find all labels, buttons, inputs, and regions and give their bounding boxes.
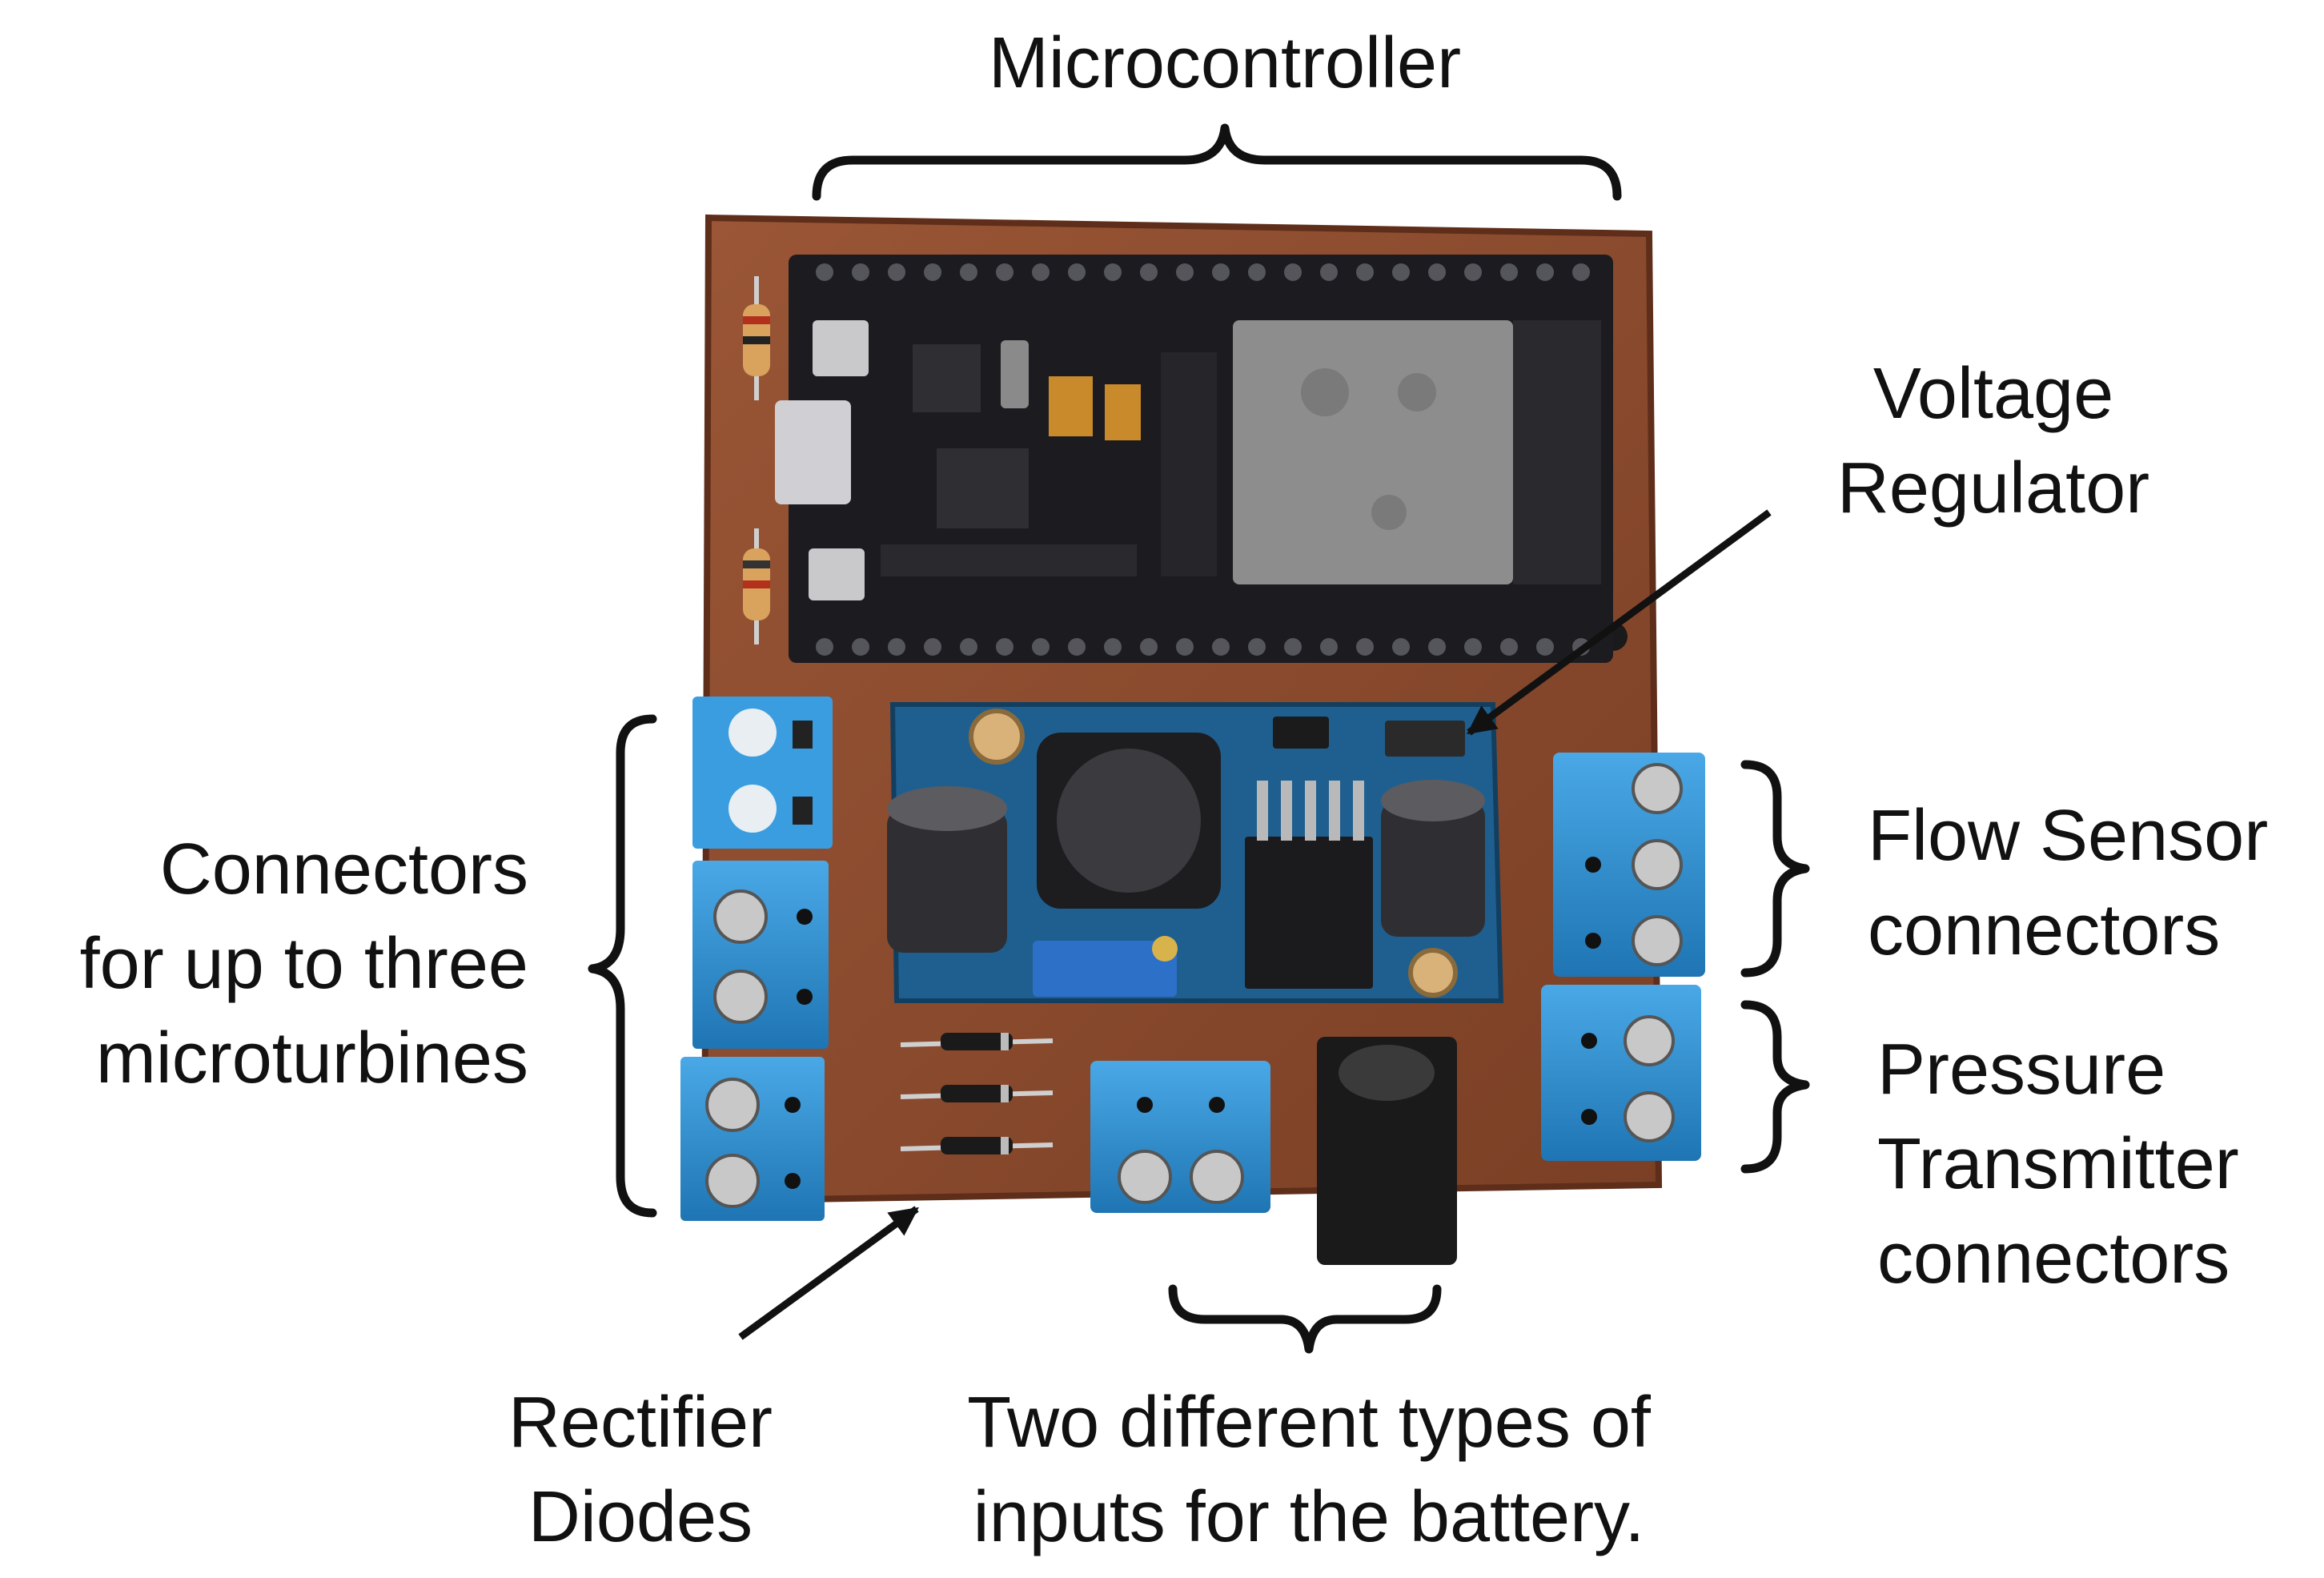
regulator-chip	[1245, 781, 1373, 989]
voltage-regulator-arrow	[1467, 509, 1772, 736]
label-pressure-transmitter: Pressure Transmitter connectors	[1877, 1030, 2239, 1299]
label-flow-sensor: Flow Sensor connectors	[1868, 796, 2269, 970]
capacitor-icon	[1381, 780, 1485, 937]
resistor-icon	[743, 276, 770, 644]
microcontroller-brace	[812, 123, 1622, 201]
capacitor-icon	[887, 786, 1007, 953]
label-rectifier-diodes: Rectifier Diodes	[508, 1383, 773, 1557]
label-voltage-regulator: Voltage Regulator	[1836, 354, 2150, 528]
inductor-icon	[1037, 733, 1221, 909]
label-battery-inputs: Two different types of inputs for the ba…	[967, 1383, 1651, 1557]
diode-icon	[900, 1033, 1054, 1154]
flow-sensor-brace	[1740, 760, 1810, 978]
annotation-arrows	[738, 509, 1772, 1340]
turbines-brace	[588, 714, 657, 1218]
label-connectors-turbines: Connectors for up to three microturbines	[79, 829, 528, 1098]
terminal-block-icon	[680, 697, 833, 1221]
rectifier-diodes-arrow	[738, 1206, 919, 1340]
annotation-braces	[588, 123, 1810, 1354]
terminal-block-icon	[1090, 1061, 1270, 1213]
wifi-module	[1233, 320, 1513, 584]
pressure-brace	[1740, 1000, 1810, 1174]
microcontroller-board	[775, 255, 1613, 663]
battery-brace	[1168, 1284, 1442, 1354]
usb-port-icon	[775, 400, 851, 504]
label-microcontroller: Microcontroller	[988, 23, 1462, 103]
dc-jack-icon	[1317, 1037, 1457, 1265]
pin-header-top	[816, 263, 1590, 281]
trimmer-potentiometer	[1033, 941, 1177, 997]
voltage-regulator-module	[887, 702, 1504, 1003]
terminal-block-icon	[1541, 753, 1705, 1161]
